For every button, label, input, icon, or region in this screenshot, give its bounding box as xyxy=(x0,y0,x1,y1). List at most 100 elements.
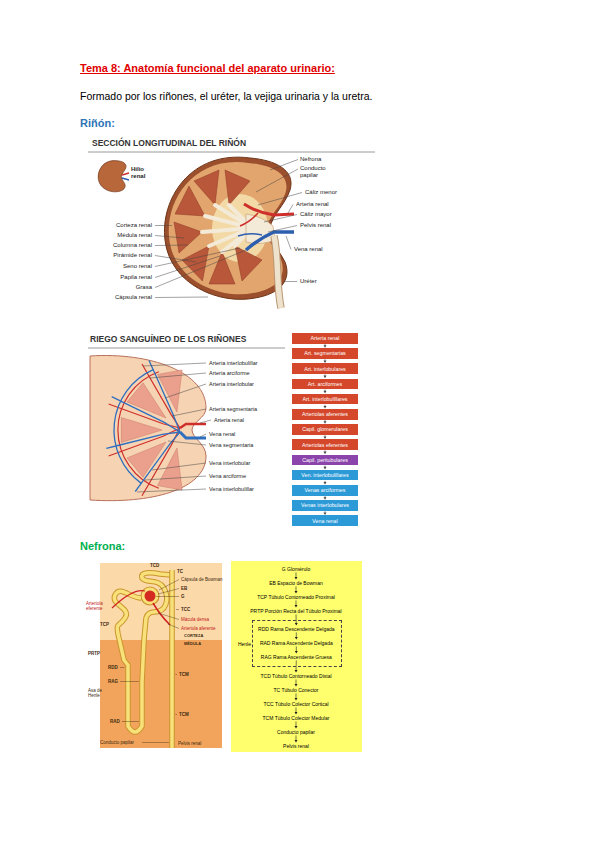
arcuate-vein xyxy=(114,370,153,484)
part-label: Nefrona xyxy=(300,156,321,163)
part-label: Corteza renal xyxy=(116,222,152,229)
flow-step: G Glomérulo xyxy=(281,566,311,572)
arrow-head xyxy=(295,637,298,640)
arrow-head xyxy=(294,726,297,729)
structure-label: G xyxy=(181,594,185,599)
connector xyxy=(295,632,298,639)
connector xyxy=(295,646,298,653)
part-label: Cáliz menor xyxy=(305,189,337,196)
leader-line xyxy=(268,226,297,233)
flow-panel xyxy=(231,561,362,752)
leader-line xyxy=(176,674,178,675)
connector-line xyxy=(296,646,297,651)
connector xyxy=(295,679,298,686)
pyramid xyxy=(182,246,209,281)
vessel-label: Vena renal xyxy=(209,431,235,437)
structure-label: TCD xyxy=(150,563,159,568)
connector-line xyxy=(325,466,326,467)
step-text: RAD Rama Ascendente Delgada xyxy=(260,640,333,646)
flow-step: RAG Rama Ascendente Gruesa xyxy=(260,654,333,660)
leader-lines xyxy=(155,160,302,298)
group-label: Henle xyxy=(238,641,251,647)
part-label: Uréter xyxy=(300,278,317,285)
flow-box: Vena renal xyxy=(292,515,358,526)
heading-rule xyxy=(88,152,375,153)
renal-capsule xyxy=(164,157,291,299)
step-text: RAG Rama Ascendente Gruesa xyxy=(261,654,332,660)
connector-line xyxy=(325,359,326,360)
structure-label: Asa de Henle xyxy=(88,688,106,698)
flow-box: Arteriolas eferentes xyxy=(292,439,358,450)
connector-line xyxy=(296,679,297,684)
step-text: TCP Túbulo Contorneado Proximal xyxy=(257,594,335,600)
vein xyxy=(112,397,180,432)
bowman-capsule xyxy=(141,587,159,605)
flow-box: Arteriolas aferentes xyxy=(292,409,358,420)
icon-artery xyxy=(122,173,129,175)
part-label: Médula renal xyxy=(117,232,152,239)
leader-line xyxy=(150,373,206,378)
connector-line xyxy=(295,572,296,577)
flow-box: Capil. peritubulares xyxy=(292,455,358,466)
structure-label: EB xyxy=(181,586,187,591)
connector-line xyxy=(325,405,326,406)
connector-line xyxy=(325,481,326,482)
leader-line xyxy=(168,624,179,629)
kidney-section xyxy=(90,355,206,500)
connector-line xyxy=(296,632,297,637)
glomerulus xyxy=(145,591,156,602)
kidney-icon-shape xyxy=(98,161,126,192)
vein-branch xyxy=(238,234,262,236)
flow-step: Pelvis renal xyxy=(282,743,310,749)
vessel-label: Arteriola aferente xyxy=(181,626,216,631)
box-text: Art. interlobulares xyxy=(304,366,346,372)
part-label: Cápsula renal xyxy=(115,294,152,301)
leader-line xyxy=(176,609,179,610)
structure-label: RDD xyxy=(108,665,118,670)
vessel-label: Vena interlobulillar xyxy=(209,486,254,492)
region-label: CORTEZA xyxy=(184,634,203,639)
box-text: Arteria renal xyxy=(311,335,340,341)
part-label: Columna renal xyxy=(113,242,152,249)
leader-line xyxy=(158,589,179,595)
connector-line xyxy=(325,390,326,391)
leader-line xyxy=(256,169,298,192)
leader-line xyxy=(286,236,291,250)
flow-step: TCD Túbulo Contorneado Distal xyxy=(259,673,332,679)
part-label: Seno renal xyxy=(123,263,152,270)
box-text: Capil. glomerulares xyxy=(302,426,348,432)
box-text: Vena renal xyxy=(312,518,337,524)
arrow-head xyxy=(295,684,298,687)
flow-box: Art. arciformes xyxy=(292,379,358,390)
part-label: Pelvis renal xyxy=(300,222,331,229)
structure-label: RAD xyxy=(110,719,120,724)
connector-line xyxy=(325,420,326,421)
step-text: Pelvis renal xyxy=(283,743,309,749)
arrow-head xyxy=(294,577,297,580)
leader-line xyxy=(172,409,206,416)
connector-line xyxy=(296,614,297,623)
flow-box: Venas arciformes xyxy=(292,485,358,496)
leader-line xyxy=(155,250,246,288)
leader-line xyxy=(145,476,206,480)
flow-step: TCP Túbulo Contorneado Proximal xyxy=(256,594,336,600)
box-text: Art. arciformes xyxy=(308,381,342,387)
structure-label: Conducto papilar xyxy=(100,740,134,745)
arteries xyxy=(109,364,206,496)
connector xyxy=(294,572,297,579)
leader-line xyxy=(137,489,206,492)
leader-line xyxy=(264,215,297,223)
vein xyxy=(135,432,180,492)
flow-box: Capil. glomerulares xyxy=(292,424,358,435)
vessel-label: Arteria renal xyxy=(214,417,244,423)
structure-label: Pelvis renal xyxy=(178,741,201,746)
structure-label: Cápsula de Bowman xyxy=(181,577,223,582)
vessel-label: Vena arciforme xyxy=(209,473,246,479)
step-text: TCC Túbulo Colector Cortical xyxy=(263,701,328,707)
vessel-label: Arteriola eferente xyxy=(86,601,112,611)
leader-line xyxy=(168,441,206,445)
vein xyxy=(149,361,180,433)
structure-label: TCP xyxy=(100,622,109,627)
flow-box: Arteria renal xyxy=(292,333,358,344)
